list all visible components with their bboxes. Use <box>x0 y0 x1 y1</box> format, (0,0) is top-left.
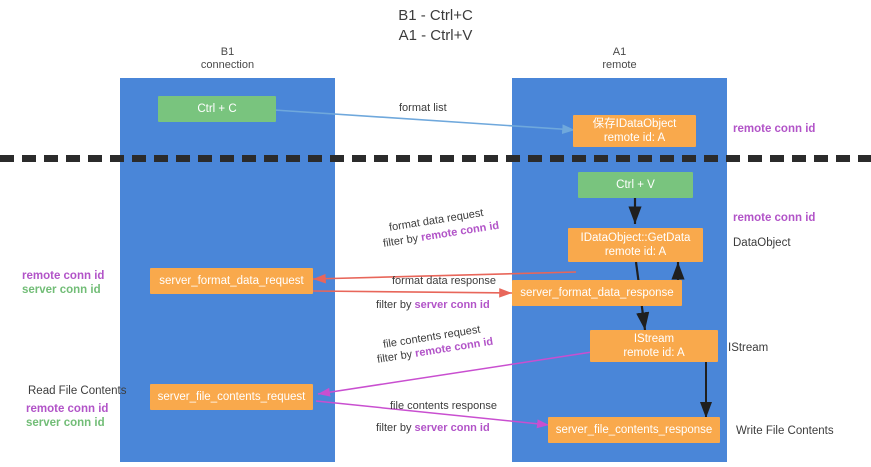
phase-separator-dashed-line <box>0 155 871 162</box>
right-label-remote-conn-id-mid: remote conn id <box>733 212 816 224</box>
node-ctrl-v[interactable]: Ctrl + V <box>578 172 693 198</box>
node-ctrl-c-label: Ctrl + C <box>197 103 237 115</box>
lane-header-b1: B1 connection <box>120 46 335 72</box>
node-server-format-data-response-label: server_format_data_response <box>520 287 674 299</box>
node-istream-label2: remote id: A <box>623 347 685 359</box>
node-server-file-contents-response[interactable]: server_file_contents_response <box>548 417 720 443</box>
page-title-line1: B1 - Ctrl+C <box>398 7 473 24</box>
lane-header-b1-name: B1 <box>220 46 235 58</box>
left-label-remote-conn-id-mid: remote conn id <box>22 270 105 282</box>
node-getdata-label1: IDataObject::GetData <box>580 232 691 244</box>
edge-label-filter-by-server-conn-id-1: filter by server conn id <box>376 298 490 312</box>
node-getdata-label2: remote id: A <box>604 246 667 258</box>
page-title-line2: A1 - Ctrl+V <box>398 27 473 44</box>
right-label-dataobject: DataObject <box>733 237 791 249</box>
node-server-format-data-request[interactable]: server_format_data_request <box>150 268 313 294</box>
node-ctrl-v-label: Ctrl + V <box>616 179 655 191</box>
right-label-remote-conn-id-top: remote conn id <box>733 123 816 135</box>
lane-header-a1-name: A1 <box>612 46 627 58</box>
lane-header-b1-sub: connection <box>200 59 255 71</box>
lane-header-a1: A1 remote <box>512 46 727 72</box>
left-label-server-conn-id-mid: server conn id <box>22 284 101 296</box>
left-label-read-file-contents: Read File Contents <box>28 385 127 397</box>
edge-label-file-contents-response: file contents response <box>390 400 498 412</box>
node-server-file-contents-request[interactable]: server_file_contents_request <box>150 384 313 410</box>
lane-header-a1-sub: remote <box>602 59 637 71</box>
server-conn-id-text-2: server conn id <box>414 422 490 434</box>
edge-label-format-data-response: format data response <box>392 275 496 287</box>
node-istream-label1: IStream <box>633 333 675 345</box>
node-getdata[interactable]: IDataObject::GetData remote id: A <box>568 228 703 262</box>
node-save-idataobject-label1: 保存IDataObject <box>592 118 677 130</box>
edge-label-filter-by-server-conn-id-2: filter by server conn id <box>376 421 490 435</box>
server-conn-id-text-1: server conn id <box>414 299 490 311</box>
left-label-remote-conn-id-bot: remote conn id <box>26 403 109 415</box>
node-server-file-contents-request-label: server_file_contents_request <box>157 391 306 403</box>
filter-by-text-3: filter by <box>376 347 417 366</box>
right-label-istream: IStream <box>728 342 769 354</box>
node-server-file-contents-response-label: server_file_contents_response <box>555 424 713 436</box>
node-save-idataobject[interactable]: 保存IDataObject remote id: A <box>573 115 696 147</box>
filter-by-text-4: filter by <box>376 422 415 434</box>
arrow-format-request-to-format-response <box>312 288 513 298</box>
filter-by-text-2: filter by <box>376 299 415 311</box>
left-label-server-conn-id-bot: server conn id <box>26 417 105 429</box>
filter-by-text-1: filter by <box>382 231 423 250</box>
node-save-idataobject-label2: remote id: A <box>603 132 666 144</box>
node-server-format-data-response[interactable]: server_format_data_response <box>512 280 682 306</box>
page-title: B1 - Ctrl+C A1 - Ctrl+V <box>0 6 871 46</box>
node-ctrl-c[interactable]: Ctrl + C <box>158 96 276 122</box>
right-label-write-file-contents: Write File Contents <box>736 425 834 437</box>
edge-label-format-list: format list <box>399 102 447 114</box>
node-istream[interactable]: IStream remote id: A <box>590 330 718 362</box>
node-server-format-data-request-label: server_format_data_request <box>159 275 304 287</box>
